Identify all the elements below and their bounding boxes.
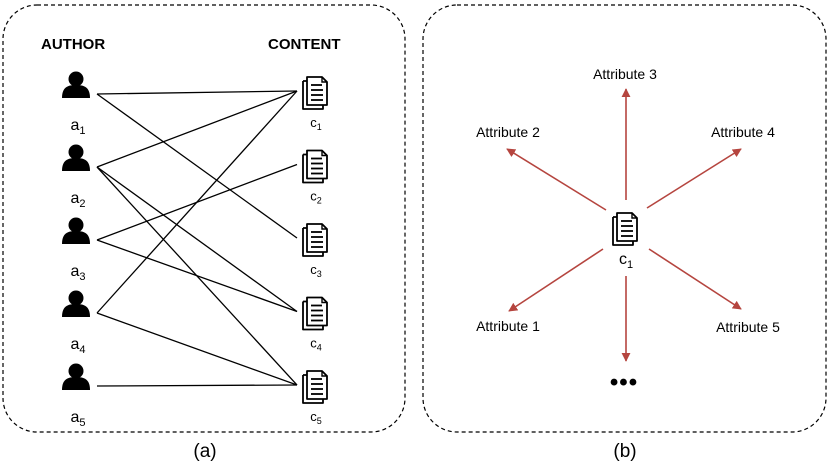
author-label: a3 bbox=[70, 263, 85, 283]
author-label: a5 bbox=[70, 409, 85, 429]
document-icon bbox=[612, 212, 638, 246]
person-icon bbox=[62, 144, 90, 171]
document-icon bbox=[302, 296, 328, 331]
content-label: c3 bbox=[310, 262, 322, 279]
content-label-sub: 4 bbox=[317, 343, 322, 353]
content-label-base: c bbox=[310, 262, 317, 277]
content-label-sub: 5 bbox=[317, 416, 322, 426]
arrow-attribute-4 bbox=[646, 148, 742, 209]
caption-b: (b) bbox=[613, 441, 636, 462]
document-icon bbox=[302, 76, 328, 110]
author-content-links bbox=[96, 90, 298, 387]
link-a3-c4 bbox=[96, 239, 298, 313]
content-label-base: c bbox=[310, 189, 317, 204]
attribute-4-label: Attribute 4 bbox=[711, 124, 775, 140]
content-label-sub: 2 bbox=[317, 196, 322, 206]
document-icon bbox=[302, 223, 328, 257]
link-a2-c4 bbox=[96, 166, 298, 313]
arrow-attribute-5 bbox=[648, 248, 742, 310]
author-label-base: a bbox=[70, 263, 79, 280]
link-a1-c3 bbox=[96, 93, 298, 239]
link-a2-c1 bbox=[96, 90, 298, 168]
author-label-base: a bbox=[70, 409, 79, 426]
link-a4-c1 bbox=[96, 90, 298, 314]
link-a5-c5 bbox=[96, 384, 298, 387]
arrow-attribute-2 bbox=[506, 148, 607, 211]
content-label-base: c bbox=[310, 409, 317, 424]
person-icon bbox=[62, 217, 90, 244]
attribute-1-label: Attribute 1 bbox=[476, 318, 540, 334]
center-content-label: c1 bbox=[619, 251, 633, 271]
person-icon bbox=[62, 290, 90, 317]
arrow-attribute-1 bbox=[508, 248, 604, 312]
content-label: c2 bbox=[310, 189, 322, 206]
attribute-3-label: Attribute 3 bbox=[593, 66, 657, 82]
document-icon bbox=[302, 370, 328, 404]
content-label-base: c bbox=[310, 115, 317, 130]
attribute-5-label: Attribute 5 bbox=[716, 319, 780, 335]
content-label-sub: 3 bbox=[317, 269, 322, 279]
author-label: a2 bbox=[70, 190, 85, 210]
author-label-sub: 4 bbox=[79, 344, 85, 356]
panel-b-frame bbox=[422, 4, 827, 433]
author-label-sub: 2 bbox=[79, 198, 85, 210]
content-label: c4 bbox=[310, 336, 322, 353]
caption-a: (a) bbox=[193, 441, 216, 462]
author-label-sub: 1 bbox=[79, 125, 85, 137]
link-a4-c5 bbox=[96, 312, 298, 386]
content-label-base: c bbox=[310, 336, 317, 351]
author-label: a4 bbox=[70, 336, 85, 356]
author-label-base: a bbox=[70, 190, 79, 207]
content-label: c1 bbox=[310, 115, 322, 132]
author-label-base: a bbox=[70, 336, 79, 353]
link-a1-c1 bbox=[96, 90, 298, 95]
panel-a-frame bbox=[2, 4, 406, 433]
author-label-sub: 3 bbox=[79, 271, 85, 283]
attribute-arrows bbox=[506, 88, 742, 362]
author-label: a1 bbox=[70, 117, 85, 137]
author-label-base: a bbox=[70, 117, 79, 134]
content-label: c5 bbox=[310, 409, 322, 426]
person-icon bbox=[62, 363, 90, 390]
more-attributes-ellipsis: ••• bbox=[610, 369, 638, 396]
panel-b: c1 Attribute 3 Attribute 2 Attribute 4 A… bbox=[422, 4, 827, 462]
person-icon bbox=[62, 71, 90, 98]
content-header: CONTENT bbox=[268, 36, 341, 53]
author-header: AUTHOR bbox=[41, 36, 105, 53]
document-icon bbox=[302, 149, 328, 184]
content-label-sub: 1 bbox=[317, 122, 322, 132]
attribute-2-label: Attribute 2 bbox=[476, 124, 540, 140]
author-label-sub: 5 bbox=[79, 417, 85, 429]
